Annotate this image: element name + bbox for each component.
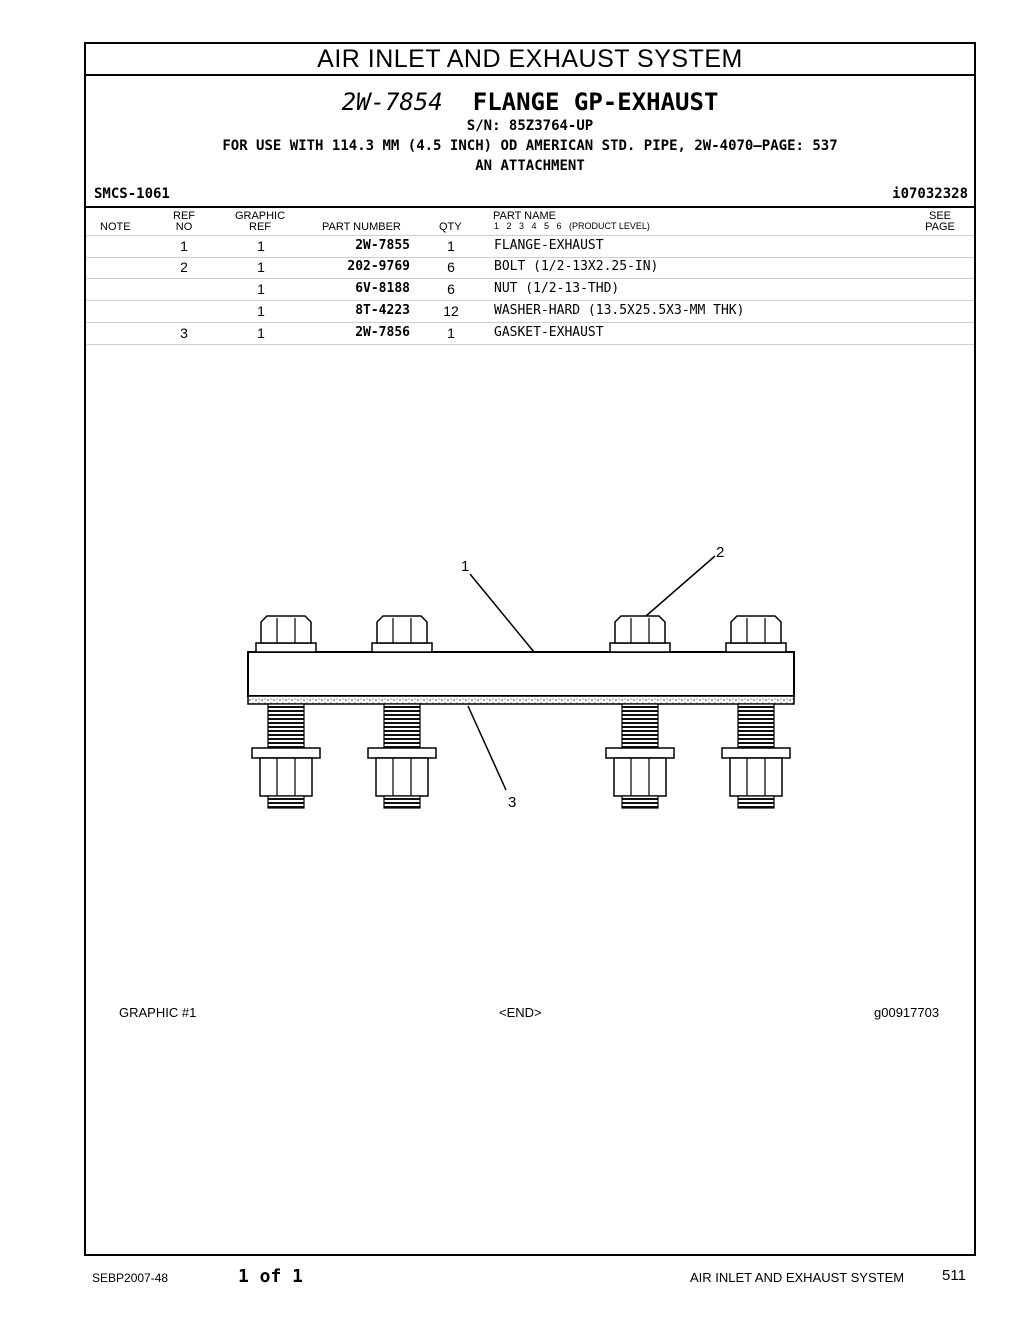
col-note: NOTE bbox=[100, 222, 131, 233]
bolt-assembly bbox=[368, 616, 436, 808]
title-part-number: 2W-7854 bbox=[342, 88, 443, 116]
part-number: 2W-7855 bbox=[306, 238, 410, 253]
col-product-level: 1 2 3 4 5 6 (PRODUCT LEVEL) bbox=[494, 221, 650, 232]
bolt-assembly bbox=[252, 616, 320, 808]
table-row: 2 1 202-9769 6 BOLT (1/2-13X2.25-IN) bbox=[86, 257, 974, 279]
col-graphic-ref: GRAPHICREF bbox=[232, 211, 288, 233]
title-part-name: FLANGE GP-EXHAUST bbox=[473, 88, 719, 116]
quantity: 1 bbox=[436, 325, 466, 341]
part-name: FLANGE-EXHAUST bbox=[494, 238, 604, 253]
page-number: 511 bbox=[942, 1267, 966, 1284]
bolt-assembly bbox=[722, 616, 790, 808]
graphic-ref: 1 bbox=[251, 303, 271, 319]
flange-illustration: 1 2 3 bbox=[230, 530, 820, 830]
part-name: BOLT (1/2-13X2.25-IN) bbox=[494, 259, 658, 274]
ref-no: 3 bbox=[174, 325, 194, 341]
col-part-number: PART NUMBER bbox=[322, 222, 401, 233]
serial-number: S/N: 85Z3764-UP bbox=[86, 118, 974, 134]
quantity: 12 bbox=[436, 303, 466, 319]
header-divider bbox=[86, 206, 974, 208]
graphic-label: GRAPHIC #1 bbox=[119, 1005, 196, 1020]
callout-2: 2 bbox=[716, 544, 724, 561]
part-name: GASKET-EXHAUST bbox=[494, 325, 604, 340]
usage-note: FOR USE WITH 114.3 MM (4.5 INCH) OD AMER… bbox=[86, 138, 974, 154]
ref-no: 2 bbox=[174, 259, 194, 275]
part-name: NUT (1/2-13-THD) bbox=[494, 281, 619, 296]
leader-line bbox=[470, 574, 534, 652]
table-row: 1 6V-8188 6 NUT (1/2-13-THD) bbox=[86, 279, 974, 301]
col-see-page: SEEPAGE bbox=[922, 211, 958, 233]
leader-line bbox=[468, 706, 506, 790]
flange-body bbox=[248, 652, 794, 696]
part-number: 8T-4223 bbox=[306, 303, 410, 318]
part-number: 202-9769 bbox=[306, 259, 410, 274]
leader-line bbox=[646, 556, 715, 616]
col-ref-no: REFNO bbox=[170, 211, 198, 233]
callout-1: 1 bbox=[461, 558, 469, 575]
footer-section-title: AIR INLET AND EXHAUST SYSTEM bbox=[690, 1270, 904, 1285]
page-count: 1 of 1 bbox=[238, 1266, 303, 1287]
document-number: SEBP2007-48 bbox=[92, 1271, 168, 1285]
attachment-note: AN ATTACHMENT bbox=[86, 158, 974, 174]
table-row: 1 8T-4223 12 WASHER-HARD (13.5X25.5X3-MM… bbox=[86, 301, 974, 323]
quantity: 6 bbox=[436, 259, 466, 275]
part-name: WASHER-HARD (13.5X25.5X3-MM THK) bbox=[494, 303, 744, 318]
section-title: AIR INLET AND EXHAUST SYSTEM bbox=[86, 44, 974, 76]
quantity: 6 bbox=[436, 281, 466, 297]
page-title: 2W-7854 FLANGE GP-EXHAUST bbox=[86, 88, 974, 116]
smcs-code: SMCS-1061 bbox=[94, 186, 170, 202]
callout-3: 3 bbox=[508, 794, 516, 811]
table-row: 3 1 2W-7856 1 GASKET-EXHAUST bbox=[86, 323, 974, 345]
graphic-id: g00917703 bbox=[874, 1005, 939, 1020]
part-number: 6V-8188 bbox=[306, 281, 410, 296]
table-row: 1 1 2W-7855 1 FLANGE-EXHAUST bbox=[86, 235, 974, 258]
graphic-ref: 1 bbox=[251, 281, 271, 297]
end-marker: <END> bbox=[499, 1005, 542, 1020]
bolt-assembly bbox=[606, 616, 674, 808]
graphic-ref: 1 bbox=[251, 259, 271, 275]
gasket bbox=[248, 696, 794, 704]
quantity: 1 bbox=[436, 238, 466, 254]
graphic-ref: 1 bbox=[251, 238, 271, 254]
document-id: i07032328 bbox=[892, 186, 968, 202]
graphic-ref: 1 bbox=[251, 325, 271, 341]
ref-no: 1 bbox=[174, 238, 194, 254]
col-qty: QTY bbox=[439, 222, 462, 233]
part-number: 2W-7856 bbox=[306, 325, 410, 340]
